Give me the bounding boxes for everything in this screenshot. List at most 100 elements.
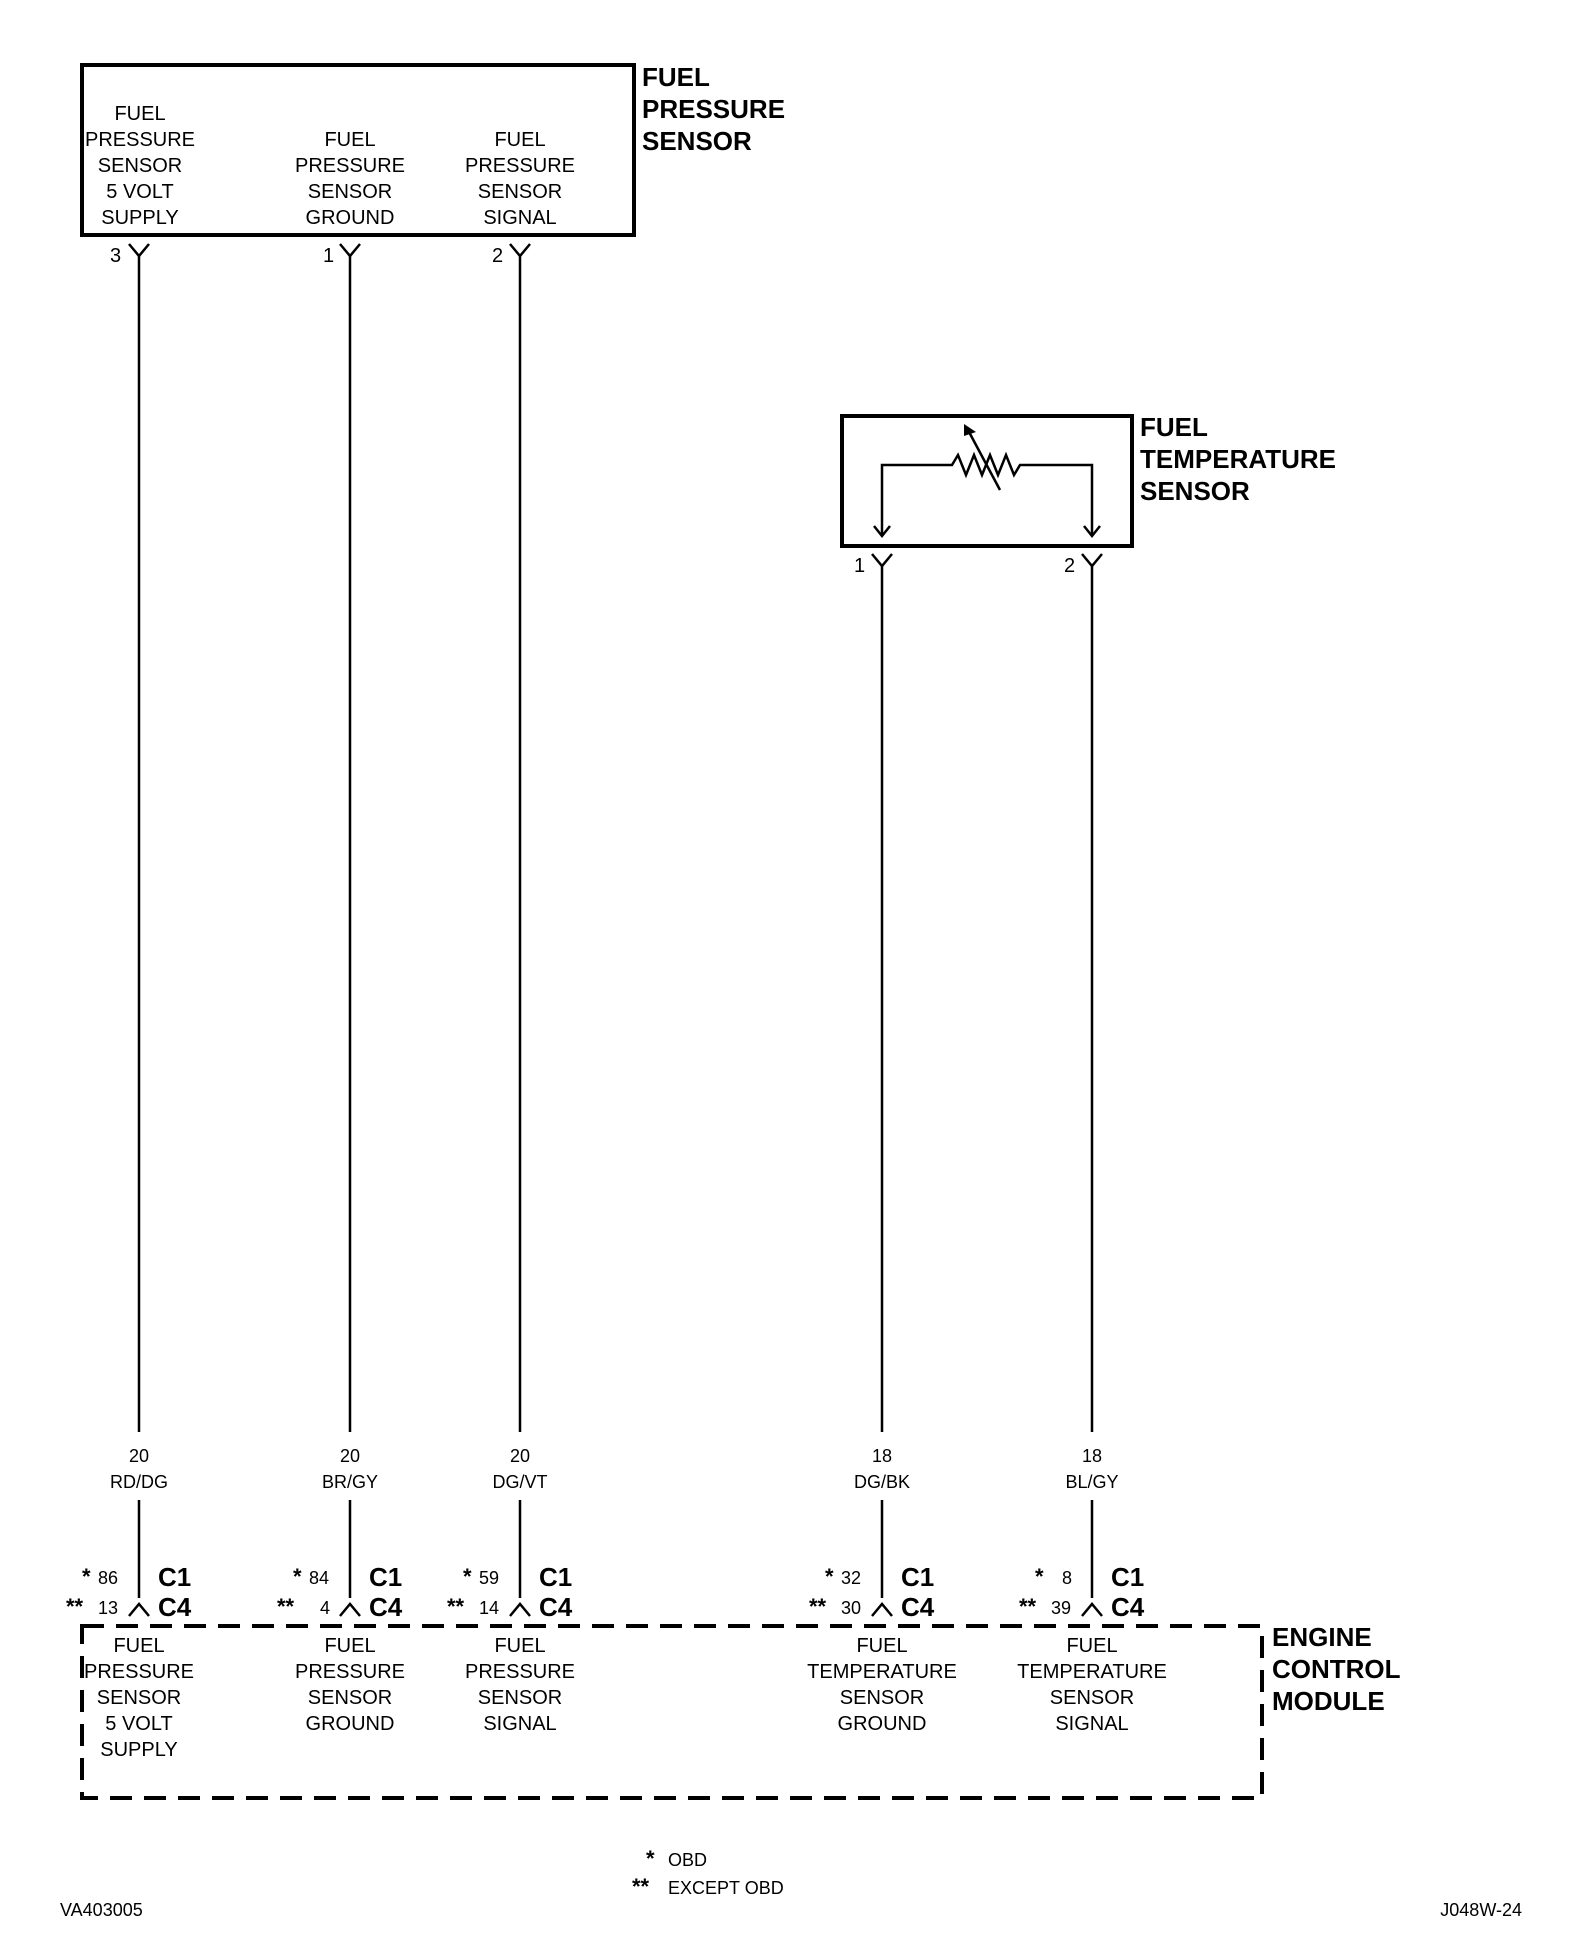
fts-pin1-connector-symbol — [871, 553, 893, 568]
wire-4-color: DG/BK — [854, 1472, 910, 1492]
ecm-pin3-connector-c1: C1 — [539, 1562, 572, 1592]
fts-internal-arrow-2 — [1083, 525, 1101, 539]
fps-pin2-label-3: SENSOR — [478, 181, 562, 203]
except-obd-marker: ** — [447, 1594, 465, 1619]
ecm-pin1-connector-symbol — [128, 1602, 150, 1617]
ecm-pin4-label-3: SENSOR — [840, 1687, 924, 1709]
ecm-title-2: CONTROL — [1272, 1654, 1401, 1684]
obd-marker: * — [463, 1564, 472, 1589]
fuel-temperature-sensor-box — [840, 414, 1134, 548]
ecm-pin5-connector-symbol — [1081, 1602, 1103, 1617]
ecm-pin1-connector-c1: C1 — [158, 1562, 191, 1592]
fps-pin2-label-1: FUEL — [494, 129, 545, 151]
ecm-pin2-label-3: SENSOR — [308, 1687, 392, 1709]
fps-pin1-label-1: FUEL — [324, 129, 375, 151]
wire-3-color: DG/VT — [492, 1472, 547, 1492]
wire-1-gauge: 20 — [129, 1446, 149, 1466]
fuel-pressure-sensor: FUEL PRESSURE SENSOR FUEL PRESSURE SENSO… — [80, 62, 785, 267]
fts-pin-number-2: 2 — [1064, 555, 1075, 577]
ecm-pin3-connector-c4: C4 — [539, 1592, 573, 1622]
ecm-pin1-obd: 86 — [98, 1568, 118, 1588]
fps-title-3: SENSOR — [642, 126, 752, 156]
wire-4-gauge: 18 — [872, 1446, 892, 1466]
ecm-pin5-label-4: SIGNAL — [1055, 1713, 1128, 1735]
fps-pin1-connector-symbol — [339, 243, 361, 258]
wire-2-color: BR/GY — [322, 1472, 378, 1492]
obd-marker: * — [82, 1564, 91, 1589]
ecm-title-3: MODULE — [1272, 1686, 1385, 1716]
ecm-pin1-label-1: FUEL — [113, 1635, 164, 1657]
obd-marker: * — [825, 1564, 834, 1589]
ecm-pin2-obd: 84 — [309, 1568, 329, 1588]
ecm-pin5-obd: 8 — [1062, 1568, 1072, 1588]
fps-pin3-label-5: SUPPLY — [101, 207, 178, 229]
ecm-pin1-label-4: 5 VOLT — [105, 1713, 172, 1735]
fts-internal-arrow-1 — [873, 525, 891, 539]
ecm-pin1-label-2: PRESSURE — [84, 1661, 194, 1683]
fts-title-3: SENSOR — [1140, 476, 1250, 506]
ecm-pin4-connector-symbol — [871, 1602, 893, 1617]
obd-marker: * — [293, 1564, 302, 1589]
ecm-pin1-label-3: SENSOR — [97, 1687, 181, 1709]
fuel-temperature-sensor: FUEL TEMPERATURE SENSOR 1 2 — [840, 412, 1336, 577]
figure-code-left: VA403005 — [60, 1900, 143, 1920]
ecm-pin5-connector-c4: C4 — [1111, 1592, 1145, 1622]
fps-title-2: PRESSURE — [642, 94, 785, 124]
fps-pin3-label-4: 5 VOLT — [106, 181, 173, 203]
ecm-pin5-except-obd: 39 — [1051, 1598, 1071, 1618]
except-obd-marker: ** — [277, 1594, 295, 1619]
ecm-pin2-connector-c4: C4 — [369, 1592, 403, 1622]
thermistor-variable-arrow — [966, 429, 1002, 491]
fps-pin1-label-2: PRESSURE — [295, 155, 405, 177]
ecm-pin5-connector-c1: C1 — [1111, 1562, 1144, 1592]
fps-pin2-label-2: PRESSURE — [465, 155, 575, 177]
wire-2-gauge: 20 — [340, 1446, 360, 1466]
ecm-pin-4-cavities: * 32 ** 30 C1 C4 — [809, 1562, 935, 1622]
figure-code-right: J048W-24 — [1440, 1900, 1522, 1920]
ecm-pin5-label-3: SENSOR — [1050, 1687, 1134, 1709]
ecm-title-1: ENGINE — [1272, 1622, 1372, 1652]
ecm-pin4-label-2: TEMPERATURE — [807, 1661, 957, 1683]
fps-pin-number-2: 2 — [492, 245, 503, 267]
fps-pin-number-3: 3 — [110, 245, 121, 267]
ecm-pin3-label-4: SIGNAL — [483, 1713, 556, 1735]
ecm-pin3-connector-symbol — [509, 1602, 531, 1617]
except-obd-marker: ** — [66, 1594, 84, 1619]
ecm-pin-2-cavities: * 84 ** 4 C1 C4 — [277, 1562, 403, 1622]
wire-1-color: RD/DG — [110, 1472, 168, 1492]
fps-pin3-label-2: PRESSURE — [85, 129, 195, 151]
fuel-pressure-sensor-box — [80, 63, 636, 237]
ecm-pin-5-cavities: * 8 ** 39 C1 C4 — [1019, 1562, 1145, 1622]
legend-except-obd: EXCEPT OBD — [668, 1878, 784, 1898]
fps-pin1-label-3: SENSOR — [308, 181, 392, 203]
legend-obd: OBD — [668, 1850, 707, 1870]
fts-title-2: TEMPERATURE — [1140, 444, 1336, 474]
ecm-pin4-label-1: FUEL — [856, 1635, 907, 1657]
ecm-pin5-label-2: TEMPERATURE — [1017, 1661, 1167, 1683]
engine-control-module: ENGINE CONTROL MODULE * 86 ** 13 C1 C4 *… — [66, 1562, 1401, 1800]
wire-5-color: BL/GY — [1065, 1472, 1118, 1492]
ecm-pin1-label-5: SUPPLY — [100, 1739, 177, 1761]
ecm-pin3-label-2: PRESSURE — [465, 1661, 575, 1683]
ecm-pin2-except-obd: 4 — [320, 1598, 330, 1618]
ecm-pin2-connector-c1: C1 — [369, 1562, 402, 1592]
legend-double-asterisk: ** — [632, 1874, 650, 1899]
ecm-pin4-connector-c4: C4 — [901, 1592, 935, 1622]
ecm-pin1-connector-c4: C4 — [158, 1592, 192, 1622]
except-obd-marker: ** — [809, 1594, 827, 1619]
fps-pin-number-1: 1 — [323, 245, 334, 267]
ecm-pin4-connector-c1: C1 — [901, 1562, 934, 1592]
ecm-pin4-except-obd: 30 — [841, 1598, 861, 1618]
fps-title-1: FUEL — [642, 62, 710, 92]
fts-title-1: FUEL — [1140, 412, 1208, 442]
ecm-pin-3-cavities: * 59 ** 14 C1 C4 — [447, 1562, 573, 1622]
fps-pin3-connector-symbol — [128, 243, 150, 258]
ecm-pin2-label-2: PRESSURE — [295, 1661, 405, 1683]
legend: * OBD ** EXCEPT OBD — [632, 1846, 784, 1899]
ecm-pin4-label-4: GROUND — [838, 1713, 927, 1735]
legend-single-asterisk: * — [646, 1846, 655, 1871]
wire-3-gauge: 20 — [510, 1446, 530, 1466]
fps-pin2-label-4: SIGNAL — [483, 207, 556, 229]
ecm-pin3-except-obd: 14 — [479, 1598, 499, 1618]
